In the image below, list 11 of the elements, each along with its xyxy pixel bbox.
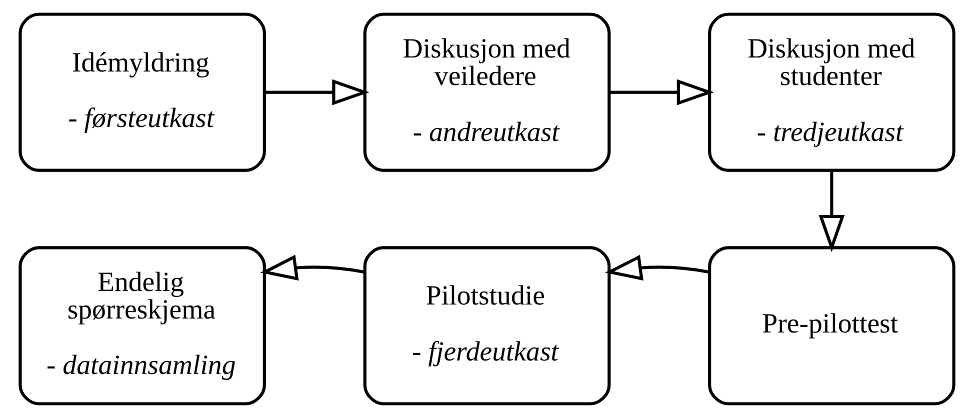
node-box: Diskusjon med veiledere - andreutkast xyxy=(363,12,611,172)
node-box: Pilotstudie - fjerdeutkast xyxy=(363,246,611,406)
node-box: Pre-pilottest xyxy=(708,246,956,406)
node-box: Idémyldring - førsteutkast xyxy=(18,12,266,172)
node-box: Endelig spørreskjema - datainnsamling xyxy=(18,246,266,406)
arrow xyxy=(610,79,714,106)
arrow xyxy=(264,79,370,106)
arrow xyxy=(260,254,365,281)
node-box: Diskusjon med studenter - tredjeutkast xyxy=(708,12,956,172)
arrow xyxy=(818,170,845,252)
arrow xyxy=(604,254,710,281)
